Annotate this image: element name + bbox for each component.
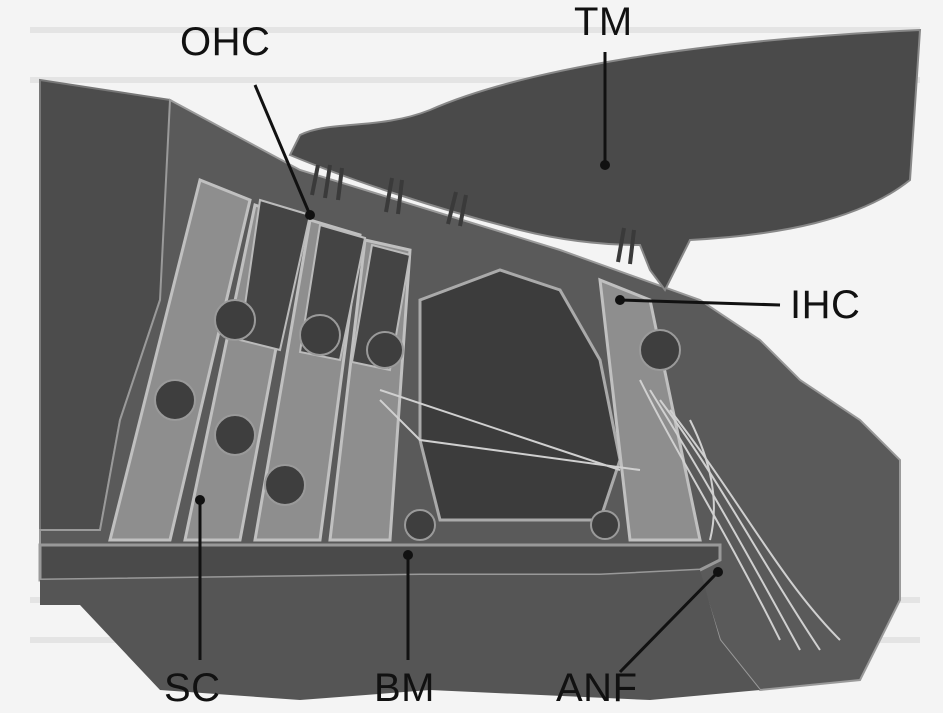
tm-label: TM bbox=[574, 2, 633, 42]
sc-label: SC bbox=[164, 668, 221, 708]
ihc-label: IHC bbox=[790, 285, 860, 325]
anf-label: ANF bbox=[556, 668, 638, 708]
ohc-label: OHC bbox=[180, 22, 270, 62]
bm-label: BM bbox=[374, 668, 435, 708]
